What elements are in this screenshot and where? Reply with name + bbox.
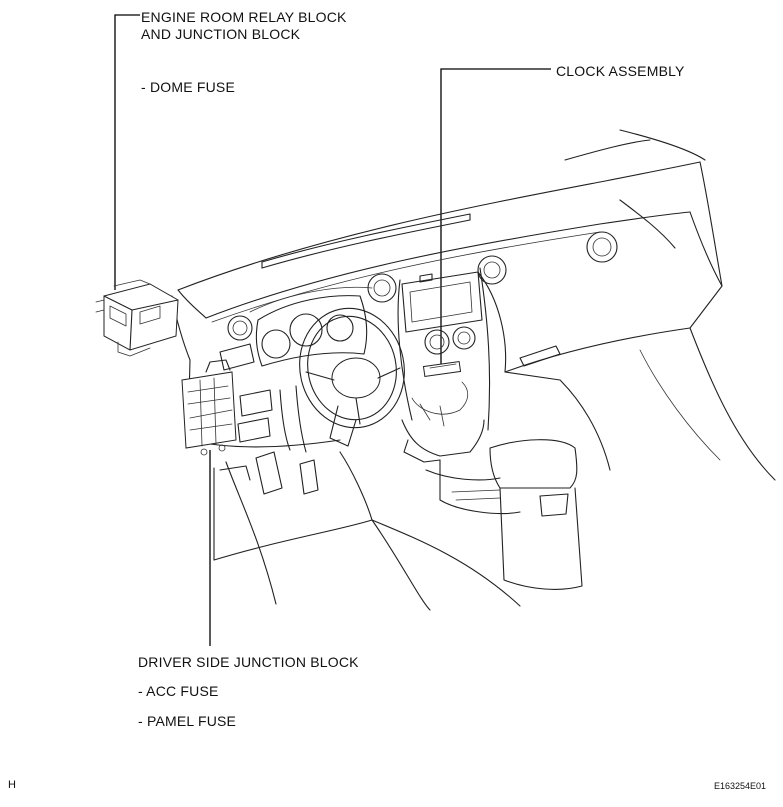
- air-vents: [227, 231, 618, 355]
- leader-lines: [114, 14, 551, 646]
- dash-top: [205, 211, 691, 323]
- figure-code: E163254E01: [714, 781, 767, 791]
- windshield-frame: [171, 129, 723, 361]
- leader-engine-room: [114, 14, 140, 290]
- steering-wheel: [299, 307, 405, 447]
- left-lower-dash: [187, 343, 341, 453]
- label-panel-fuse: - PAMEL FUSE: [138, 713, 237, 729]
- label-clock-assembly: CLOCK ASSEMBLY: [556, 63, 685, 79]
- label-engine-room-line2: AND JUNCTION BLOCK: [141, 26, 301, 42]
- center-console: [401, 381, 583, 590]
- engine-room-relay-block-drawing: [95, 279, 179, 357]
- label-engine-room-line1: ENGINE ROOM RELAY BLOCK: [141, 9, 347, 25]
- label-acc-fuse: - ACC FUSE: [138, 683, 219, 699]
- instrument-cluster: [249, 286, 373, 367]
- floor-pedals: [213, 451, 521, 611]
- center-stack: [397, 267, 507, 431]
- label-dome-fuse: - DOME FUSE: [141, 79, 235, 95]
- right-dash: [504, 211, 776, 481]
- label-driver-side-junction-block: DRIVER SIDE JUNCTION BLOCK: [138, 654, 359, 670]
- footer-mark: H: [8, 779, 17, 791]
- leader-clock: [440, 68, 551, 372]
- driver-side-junction-block-drawing: [181, 359, 237, 456]
